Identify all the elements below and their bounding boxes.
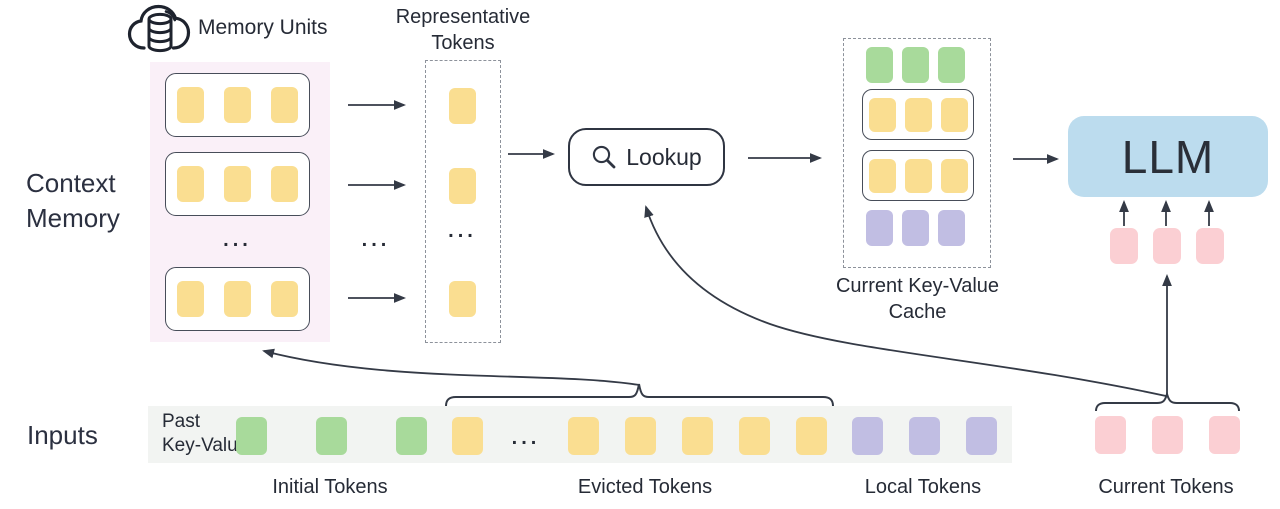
token bbox=[625, 417, 656, 455]
token bbox=[796, 417, 827, 455]
token bbox=[316, 417, 347, 455]
representative-tokens-label: Representative Tokens bbox=[395, 6, 531, 54]
local-tokens-label: Local Tokens bbox=[864, 476, 982, 498]
token bbox=[909, 417, 940, 455]
token bbox=[682, 417, 713, 455]
token bbox=[866, 47, 893, 83]
cache-initial-row bbox=[866, 47, 970, 83]
initial-tokens-group bbox=[236, 417, 427, 455]
memory-units-label: Memory Units bbox=[198, 16, 328, 39]
token bbox=[902, 47, 929, 83]
inputs-label: Inputs bbox=[27, 420, 98, 450]
llm-box: LLM bbox=[1068, 116, 1268, 197]
past-key-value-label: Past Key-Value bbox=[162, 411, 249, 456]
current-tokens-group bbox=[1095, 416, 1240, 454]
token bbox=[866, 210, 893, 246]
token bbox=[449, 281, 476, 317]
token bbox=[938, 210, 965, 246]
llm-label: LLM bbox=[1121, 130, 1215, 183]
lookup-button: Lookup bbox=[568, 128, 725, 186]
brace-current-tokens bbox=[1095, 390, 1240, 412]
cache-memory-row bbox=[862, 89, 974, 140]
memory-unit bbox=[165, 267, 310, 331]
token bbox=[449, 168, 476, 204]
token bbox=[1152, 416, 1183, 454]
memory-unit bbox=[165, 152, 310, 216]
evicted-tokens-label: Evicted Tokens bbox=[577, 476, 713, 498]
flow-ellipsis: ... bbox=[361, 229, 391, 251]
token bbox=[177, 281, 204, 317]
token bbox=[396, 417, 427, 455]
token bbox=[1153, 228, 1181, 264]
token bbox=[177, 166, 204, 202]
cache-local-row bbox=[866, 210, 970, 246]
token bbox=[271, 281, 298, 317]
context-memory-label: Context Memory bbox=[26, 168, 120, 233]
llm-input-tokens bbox=[1110, 228, 1224, 264]
lookup-label: Lookup bbox=[626, 143, 702, 170]
representative-ellipsis: ... bbox=[448, 220, 477, 242]
token bbox=[236, 417, 267, 455]
token bbox=[568, 417, 599, 455]
token bbox=[452, 417, 483, 455]
representative-token-slot bbox=[449, 281, 476, 317]
initial-tokens-label: Initial Tokens bbox=[272, 476, 388, 498]
memory-ellipsis: ... bbox=[223, 229, 252, 251]
token bbox=[938, 47, 965, 83]
representative-tokens-box: ... bbox=[425, 60, 501, 343]
local-tokens-group bbox=[852, 417, 997, 455]
token bbox=[1196, 228, 1224, 264]
token bbox=[902, 210, 929, 246]
token bbox=[1209, 416, 1240, 454]
brace-evicted-tokens bbox=[445, 383, 834, 407]
token bbox=[224, 87, 251, 123]
token bbox=[966, 417, 997, 455]
memory-unit bbox=[165, 73, 310, 137]
token bbox=[271, 166, 298, 202]
current-kv-cache-label: Current Key-Value Cache bbox=[835, 275, 1000, 323]
search-icon bbox=[593, 145, 616, 169]
current-tokens-label: Current Tokens bbox=[1098, 476, 1234, 498]
memory-cloud-database-icon bbox=[127, 4, 191, 53]
token bbox=[868, 158, 896, 193]
token bbox=[224, 166, 251, 202]
token bbox=[739, 417, 770, 455]
token bbox=[1110, 228, 1138, 264]
token bbox=[904, 97, 932, 132]
token bbox=[271, 87, 298, 123]
cache-memory-row bbox=[862, 150, 974, 201]
token bbox=[449, 88, 476, 124]
token bbox=[177, 87, 204, 123]
representative-token-slot bbox=[449, 88, 476, 124]
token bbox=[940, 97, 968, 132]
context-memory-panel: ... bbox=[150, 62, 330, 342]
token bbox=[224, 281, 251, 317]
token bbox=[852, 417, 883, 455]
evicted-tokens-group-b bbox=[568, 417, 827, 455]
evicted-tokens-group-a bbox=[452, 417, 483, 455]
token bbox=[1095, 416, 1126, 454]
token bbox=[904, 158, 932, 193]
representative-token-slot bbox=[449, 168, 476, 204]
curve-evicted-to-memory bbox=[262, 348, 640, 386]
token bbox=[940, 158, 968, 193]
token bbox=[868, 97, 896, 132]
evicted-ellipsis: ... bbox=[511, 427, 541, 449]
current-kv-cache-box bbox=[843, 38, 991, 268]
